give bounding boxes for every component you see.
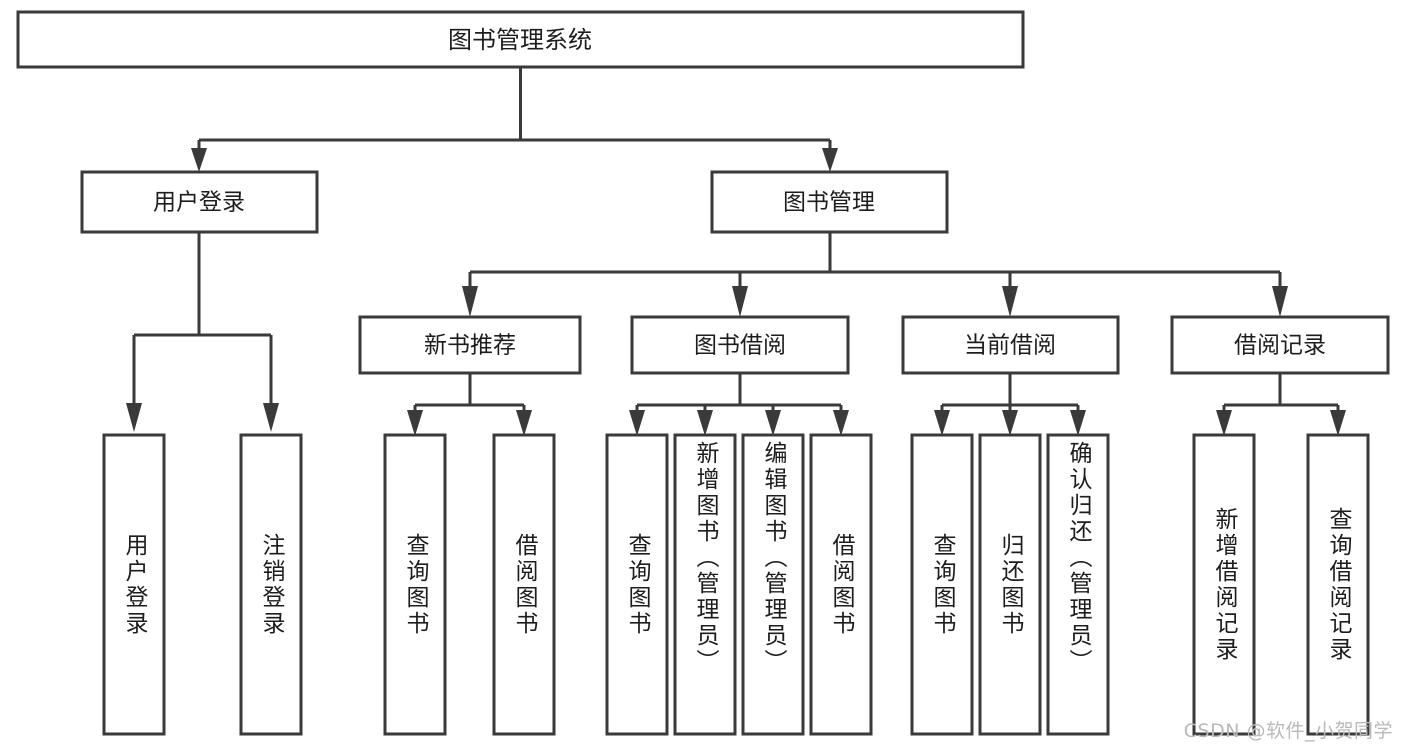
arrow-head-leaf-logout [263, 403, 279, 432]
arrow-head-leaf-query-book-1 [407, 410, 423, 436]
arrow-head-new-book-recommend [462, 286, 478, 317]
node-leaf-add-record[interactable]: 新增借阅记录 [1192, 433, 1256, 736]
arrow-head-leaf-add-record [1216, 410, 1232, 436]
node-new-book-recommend-box[interactable] [358, 315, 582, 375]
arrow-head-leaf-query-book-2 [629, 410, 645, 436]
node-leaf-edit-book[interactable]: 编辑图书（管理员） [741, 433, 805, 736]
connector-layer [126, 67, 1346, 436]
node-user-login-label: 用户登录 [153, 190, 245, 216]
node-leaf-confirm-return[interactable]: 确认归还（管理员） [1046, 433, 1110, 736]
node-leaf-confirm-return-box[interactable] [1046, 433, 1110, 736]
node-leaf-borrow-book-2[interactable]: 借阅图书 [809, 433, 873, 736]
node-leaf-add-book-label: 新增图书（管理员） [692, 441, 718, 675]
node-leaf-add-record-label-wrap: 新增借阅记录 [1211, 506, 1237, 663]
node-new-book-recommend-label: 新书推荐 [424, 333, 516, 359]
node-new-book-recommend[interactable]: 新书推荐 [358, 315, 582, 375]
node-leaf-confirm-return-label-wrap: 确认归还（管理员） [1065, 441, 1091, 675]
node-current-borrow-box[interactable] [901, 315, 1120, 375]
node-leaf-edit-book-box[interactable] [741, 433, 805, 736]
node-root[interactable]: 图书管理系统 [16, 10, 1025, 69]
node-root-box[interactable] [16, 10, 1025, 69]
arrow-head-leaf-borrow-book-2 [833, 410, 849, 436]
node-borrow-record-box[interactable] [1170, 315, 1390, 375]
arrow-head-current-borrow [1002, 286, 1018, 317]
node-book-manage-label: 图书管理 [783, 190, 875, 216]
node-leaf-query-book-1-label-wrap: 查询图书 [402, 532, 428, 637]
node-leaf-return-book-box[interactable] [978, 433, 1042, 736]
arrow-head-leaf-query-record [1330, 410, 1346, 436]
node-leaf-query-book-3-box[interactable] [910, 433, 974, 736]
node-leaf-borrow-book-1-box[interactable] [492, 433, 556, 736]
node-leaf-query-book-2[interactable]: 查询图书 [605, 433, 669, 736]
node-current-borrow[interactable]: 当前借阅 [901, 315, 1120, 375]
node-leaf-logout-box[interactable] [239, 433, 303, 736]
node-leaf-query-book-1-label: 查询图书 [402, 532, 428, 637]
node-leaf-borrow-book-2-label-wrap: 借阅图书 [828, 532, 854, 637]
node-leaf-query-book-2-label: 查询图书 [624, 532, 650, 637]
node-leaf-logout-label-wrap: 注销登录 [258, 532, 284, 637]
node-leaf-return-book-label: 归还图书 [997, 532, 1023, 637]
arrow-head-leaf-borrow-book-1 [516, 410, 532, 436]
node-leaf-logout[interactable]: 注销登录 [239, 433, 303, 736]
node-leaf-user-login-label: 用户登录 [121, 532, 147, 637]
node-leaf-user-login[interactable]: 用户登录 [102, 433, 166, 736]
arrow-head-leaf-return-book [1002, 410, 1018, 436]
node-book-borrow-label: 图书借阅 [694, 333, 786, 359]
node-leaf-user-login-box[interactable] [102, 433, 166, 736]
node-user-login[interactable]: 用户登录 [80, 170, 319, 234]
arrow-head-leaf-confirm-return [1070, 410, 1086, 436]
node-leaf-confirm-return-label: 确认归还（管理员） [1065, 441, 1091, 675]
node-leaf-borrow-book-1-label: 借阅图书 [511, 532, 537, 637]
node-leaf-query-record-box[interactable] [1306, 433, 1370, 736]
arrow-head-user-login [191, 148, 207, 172]
node-leaf-query-book-1-box[interactable] [383, 433, 447, 736]
node-leaf-add-book[interactable]: 新增图书（管理员） [673, 433, 737, 736]
node-leaf-query-book-3[interactable]: 查询图书 [910, 433, 974, 736]
node-leaf-return-book-label-wrap: 归还图书 [997, 532, 1023, 637]
node-user-login-box[interactable] [80, 170, 319, 234]
node-leaf-user-login-label-wrap: 用户登录 [121, 532, 147, 637]
node-book-borrow[interactable]: 图书借阅 [630, 315, 850, 375]
arrow-head-borrow-record [1272, 286, 1288, 317]
node-book-borrow-box[interactable] [630, 315, 850, 375]
node-leaf-query-book-2-box[interactable] [605, 433, 669, 736]
node-leaf-query-book-1[interactable]: 查询图书 [383, 433, 447, 736]
node-leaf-edit-book-label: 编辑图书（管理员） [760, 441, 786, 675]
node-leaf-borrow-book-2-box[interactable] [809, 433, 873, 736]
node-leaf-logout-label: 注销登录 [258, 532, 284, 637]
node-leaf-query-record[interactable]: 查询借阅记录 [1306, 433, 1370, 736]
node-leaf-borrow-book-2-label: 借阅图书 [828, 532, 854, 637]
node-leaf-borrow-book-1-label-wrap: 借阅图书 [511, 532, 537, 637]
node-leaf-add-record-box[interactable] [1192, 433, 1256, 736]
node-root-label: 图书管理系统 [448, 26, 592, 54]
node-borrow-record-label: 借阅记录 [1234, 333, 1326, 359]
node-leaf-query-record-label: 查询借阅记录 [1325, 506, 1351, 663]
node-book-manage-box[interactable] [710, 170, 949, 234]
node-leaf-add-book-label-wrap: 新增图书（管理员） [692, 441, 718, 675]
node-leaf-borrow-book-1[interactable]: 借阅图书 [492, 433, 556, 736]
arrow-head-book-borrow [732, 286, 748, 317]
node-leaf-query-book-3-label-wrap: 查询图书 [929, 532, 955, 637]
node-borrow-record[interactable]: 借阅记录 [1170, 315, 1390, 375]
node-leaf-edit-book-label-wrap: 编辑图书（管理员） [760, 441, 786, 675]
node-leaf-return-book[interactable]: 归还图书 [978, 433, 1042, 736]
node-book-manage[interactable]: 图书管理 [710, 170, 949, 234]
arrow-head-leaf-add-book [697, 410, 713, 436]
node-leaf-query-record-label-wrap: 查询借阅记录 [1325, 506, 1351, 663]
arrow-head-leaf-user-login [126, 403, 142, 432]
node-leaf-query-book-2-label-wrap: 查询图书 [624, 532, 650, 637]
node-leaf-add-book-box[interactable] [673, 433, 737, 736]
arrow-head-book-manage [822, 148, 838, 172]
node-leaf-query-book-3-label: 查询图书 [929, 532, 955, 637]
node-current-borrow-label: 当前借阅 [964, 333, 1056, 359]
arrow-head-leaf-query-book-3 [934, 410, 950, 436]
node-leaf-add-record-label: 新增借阅记录 [1211, 506, 1237, 663]
arrow-head-leaf-edit-book [765, 410, 781, 436]
